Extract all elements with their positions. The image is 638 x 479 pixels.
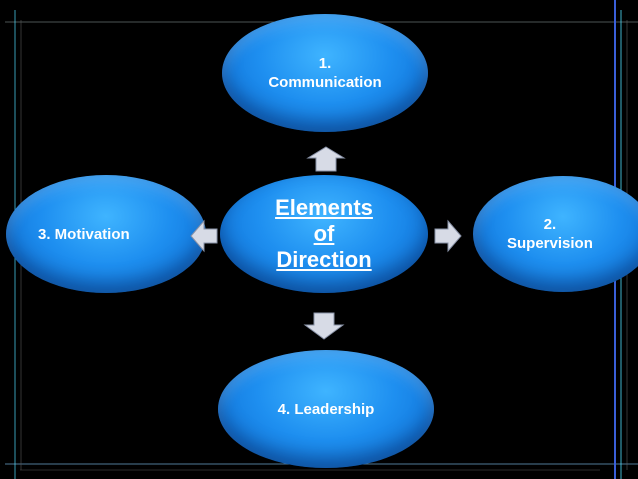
node-supervision: 2. Supervision [473, 176, 638, 292]
node-leadership-label: 4. Leadership [277, 400, 375, 418]
arrow-right-icon [434, 219, 462, 253]
node-motivation-label: 3. Motivation [38, 225, 130, 243]
arrow-left-icon [190, 219, 218, 253]
node-leadership: 4. Leadership [218, 350, 434, 468]
node-communication-label: 1. Communication [268, 55, 382, 91]
arrow-down-icon [303, 312, 345, 340]
node-communication: 1. Communication [222, 14, 428, 132]
node-motivation: 3. Motivation [6, 175, 206, 293]
center-title: Elements of Direction [275, 195, 373, 272]
arrow-up-icon [306, 146, 346, 172]
center-node: Elements of Direction [220, 175, 428, 293]
node-supervision-label: 2. Supervision [507, 216, 593, 252]
